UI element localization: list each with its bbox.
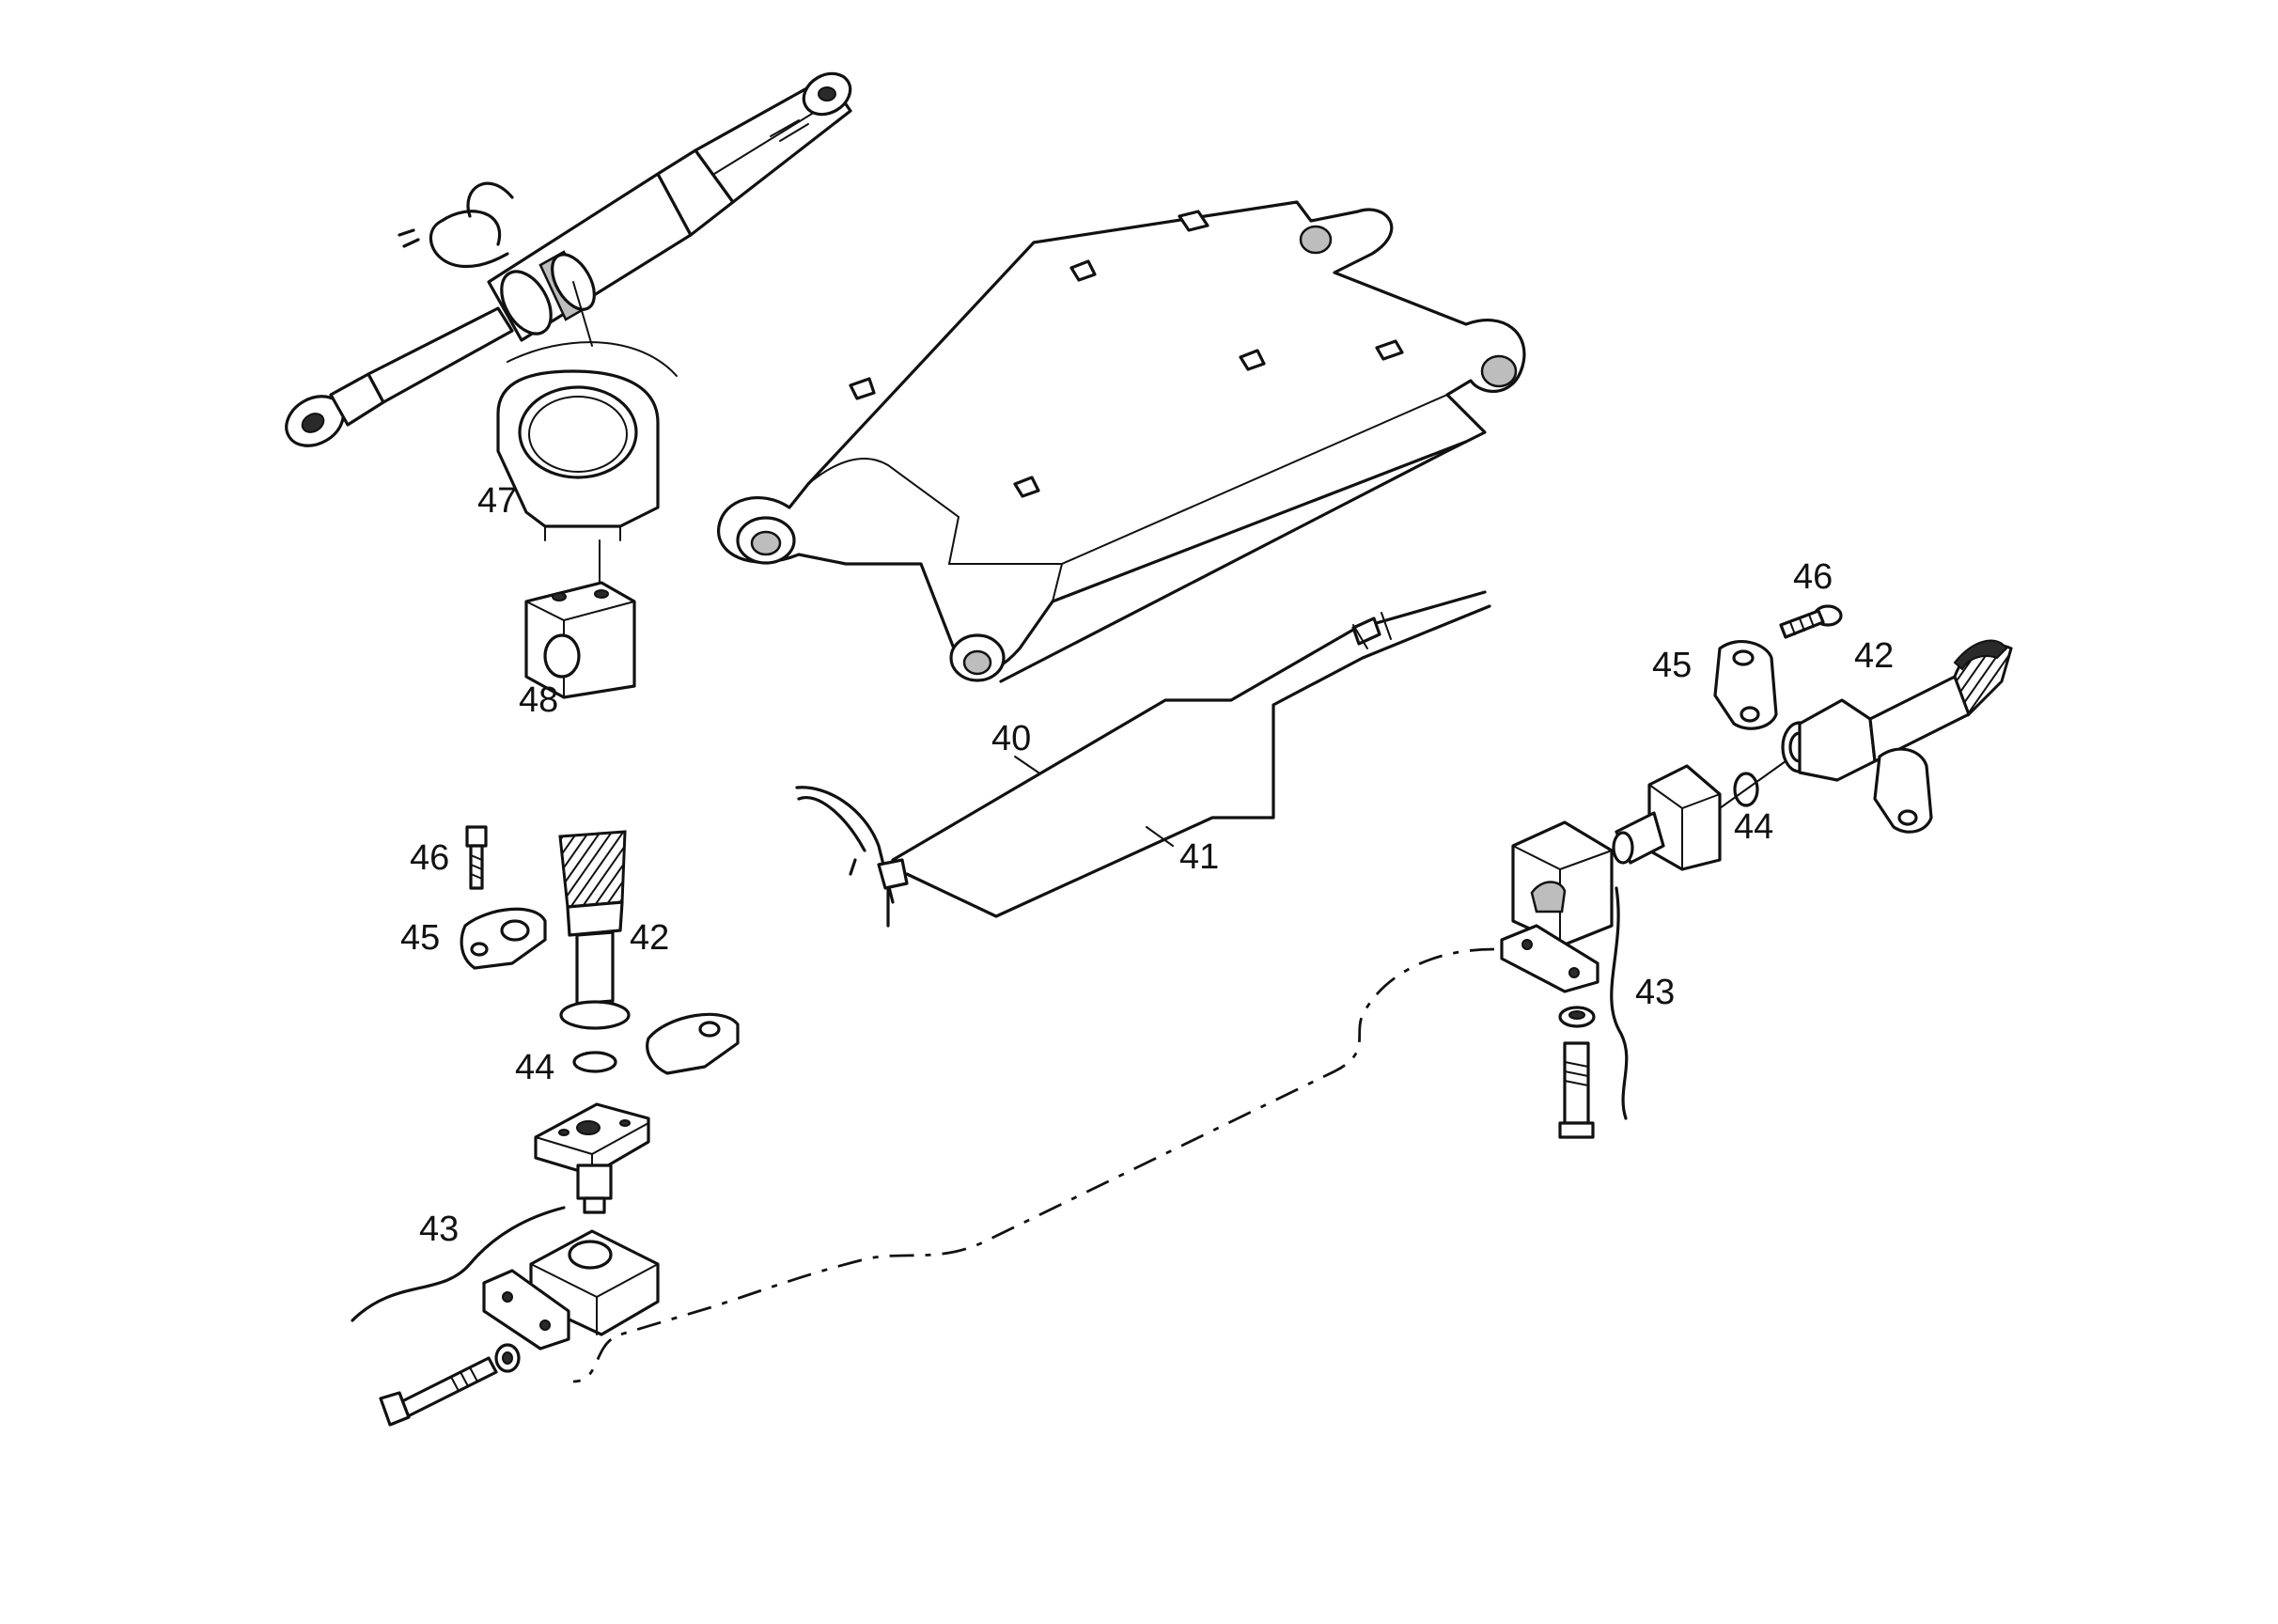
- callout-45-left: 45: [400, 918, 440, 958]
- leader-40: [1014, 756, 1039, 773]
- callout-42-left: 42: [630, 918, 669, 958]
- callout-40: 40: [991, 719, 1031, 758]
- callout-42-right: 42: [1854, 636, 1894, 676]
- rocker-frame: [717, 200, 1526, 683]
- part-46-right-bolt: [1779, 604, 1843, 639]
- part-45-right-flange-half-b: [1873, 747, 1933, 834]
- callout-46-right: 46: [1793, 557, 1833, 597]
- part-45-left-flange-half-b: [646, 1012, 740, 1075]
- callout-43-left: 43: [419, 1210, 459, 1249]
- brake-lines: [795, 590, 1491, 928]
- callout-44-left: 44: [515, 1048, 554, 1087]
- callout-46-left: 46: [410, 838, 449, 878]
- callout-41: 41: [1179, 837, 1219, 877]
- callout-43-right: 43: [1635, 973, 1675, 1012]
- part-42-left-hose-fitting: [558, 830, 631, 1030]
- callout-47: 47: [477, 481, 517, 521]
- part-45-left-flange-half: [460, 907, 547, 970]
- part-46-left-bolt: [465, 825, 488, 890]
- part-48-clamp-block: [524, 581, 636, 699]
- part-47-clamp-ring: [496, 369, 660, 584]
- part-43-left-swivel-block: [351, 1102, 660, 1427]
- hydraulic-cylinder: [285, 71, 852, 447]
- connection-path: [572, 947, 1495, 1383]
- part-45-right-flange-half: [1713, 639, 1778, 730]
- callout-44-right: 44: [1734, 807, 1773, 847]
- part-42-right-hose-fitting: [1781, 639, 2013, 782]
- part-44-left-o-ring: [572, 1051, 617, 1073]
- callout-48: 48: [519, 680, 558, 720]
- callout-45-right: 45: [1652, 646, 1692, 685]
- leader-41: [1146, 826, 1174, 847]
- part-43-right-swivel-block: [1500, 760, 1787, 1139]
